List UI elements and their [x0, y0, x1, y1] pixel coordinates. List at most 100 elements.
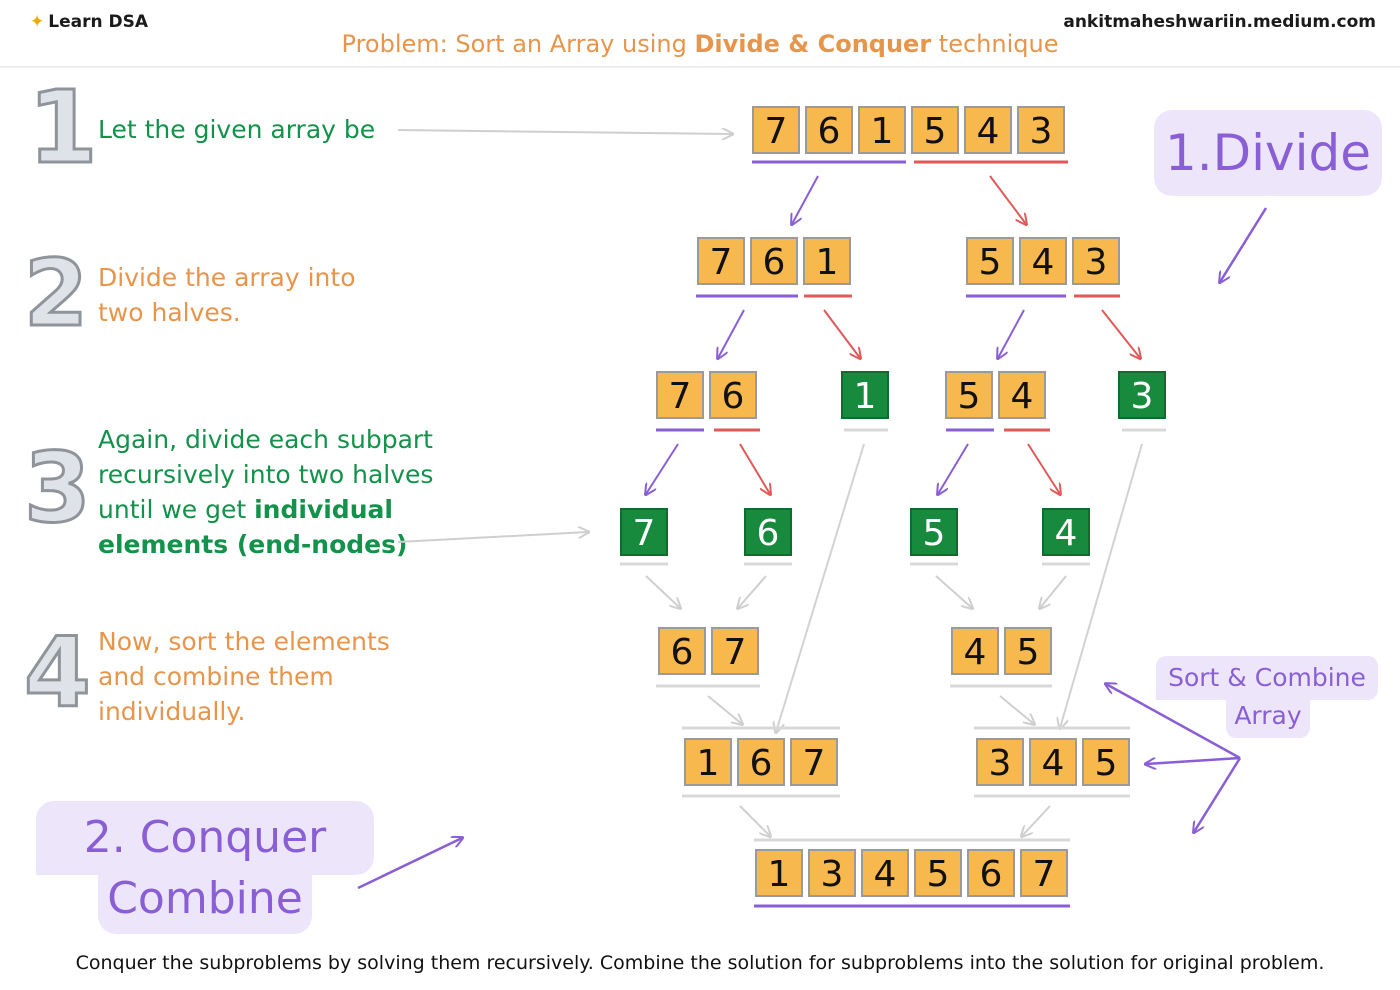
step-4-number: 4: [23, 617, 93, 729]
array-cell: 5: [945, 371, 993, 419]
array-cell: 6: [805, 106, 853, 154]
step-2-line: two halves.: [98, 298, 241, 327]
sort-combine-pointer: [1146, 756, 1241, 764]
step-3-line3-bold: individual: [254, 495, 393, 524]
sorted-cell: 4: [861, 849, 909, 897]
sort-combine-pointer: [1194, 757, 1242, 832]
end-node-cell: 1: [841, 371, 889, 419]
split-arrow: [718, 309, 745, 358]
step-3-line3-prefix: until we get: [98, 495, 255, 524]
combine-arrow: [707, 695, 742, 724]
pointer-arrow: [397, 130, 732, 134]
array-cell: 5: [1082, 738, 1130, 786]
sort-combine-pointer: [1106, 684, 1241, 760]
combine-arrow: [776, 443, 865, 732]
end-node-cell: 5: [910, 508, 958, 556]
array-cell: 3: [1072, 237, 1120, 285]
step-3-text: Again, divide each subpart recursively i…: [98, 422, 433, 562]
sorted-cell: 6: [967, 849, 1015, 897]
split-arrow: [823, 309, 860, 358]
array-cell: 1: [858, 106, 906, 154]
array-cell: 3: [976, 738, 1024, 786]
combine-arrow: [1022, 805, 1051, 836]
brand-label: Learn DSA: [48, 12, 149, 32]
pointer-arrow: [397, 532, 588, 543]
array-cell: 5: [966, 237, 1014, 285]
split-arrow: [1101, 309, 1140, 358]
step-1-number: 1: [27, 69, 100, 186]
array-cell: 4: [951, 627, 999, 675]
sorted-cell: 1: [755, 849, 803, 897]
step-2-number: 2: [22, 240, 89, 347]
divide-pointer: [1220, 207, 1268, 282]
array-cell: 5: [911, 106, 959, 154]
step-3-line: elements (end-nodes): [98, 527, 433, 562]
combine-arrow: [645, 575, 680, 608]
array-cell: 4: [964, 106, 1012, 154]
conquer-label-line2: Combine: [98, 868, 312, 934]
step-2-line: Divide the array into: [98, 263, 356, 292]
array-cell: 5: [1004, 627, 1052, 675]
split-arrow: [998, 309, 1025, 358]
array-cell: 3: [1017, 106, 1065, 154]
sorted-cell: 7: [1020, 849, 1068, 897]
step-3-line4-bold: elements (end-nodes): [98, 530, 408, 559]
step-4-text: Now, sort the elements and combine them …: [98, 624, 390, 729]
step-3-number: 3: [23, 432, 93, 544]
step-4-line: and combine them: [98, 662, 334, 691]
array-cell: 4: [998, 371, 1046, 419]
step-3-line: until we get individual: [98, 492, 433, 527]
combine-arrow: [999, 695, 1034, 724]
end-node-cell: 3: [1118, 371, 1166, 419]
step-1-text: Let the given array be: [98, 115, 376, 144]
split-arrow: [646, 443, 679, 494]
end-node-cell: 7: [620, 508, 668, 556]
sort-combine-label-line2: Array: [1226, 698, 1310, 738]
split-arrow: [792, 175, 819, 224]
sorted-cell: 3: [808, 849, 856, 897]
step-2-text: Divide the array into two halves.: [98, 260, 356, 330]
title-prefix: Problem: Sort an Array using: [341, 30, 695, 58]
array-cell: 6: [709, 371, 757, 419]
header-divider: [0, 66, 1400, 68]
end-node-cell: 6: [744, 508, 792, 556]
combine-arrow: [935, 575, 972, 608]
conquer-pointer: [357, 838, 462, 890]
array-cell: 1: [803, 237, 851, 285]
brand: ✦Learn DSA: [30, 12, 148, 32]
title-bold: Divide & Conquer: [694, 30, 932, 58]
sparkle-icon: ✦: [30, 12, 45, 32]
combine-arrow: [738, 575, 767, 608]
split-arrow: [989, 175, 1026, 224]
split-arrow: [739, 443, 770, 494]
site-url: ankitmaheshwariin.medium.com: [1063, 12, 1376, 32]
array-cell: 1: [684, 738, 732, 786]
divide-label: 1.Divide: [1154, 110, 1382, 196]
step-4-line: individually.: [98, 697, 246, 726]
footer-caption: Conquer the subproblems by solving them …: [75, 952, 1325, 974]
array-cell: 4: [1019, 237, 1067, 285]
sorted-cell: 5: [914, 849, 962, 897]
split-arrow: [1027, 443, 1060, 494]
page-title: Problem: Sort an Array using Divide & Co…: [0, 30, 1400, 58]
sort-combine-label-line1: Sort & Combine: [1156, 656, 1378, 700]
title-suffix: technique: [931, 30, 1059, 58]
array-cell: 7: [752, 106, 800, 154]
step-4-line: Now, sort the elements: [98, 627, 390, 656]
step-3-line: Again, divide each subpart: [98, 425, 433, 454]
array-cell: 4: [1029, 738, 1077, 786]
combine-arrow: [739, 805, 770, 836]
array-cell: 7: [697, 237, 745, 285]
split-arrow: [938, 443, 969, 494]
array-cell: 7: [656, 371, 704, 419]
combine-arrow: [1040, 575, 1067, 608]
end-node-cell: 4: [1042, 508, 1090, 556]
array-cell: 7: [790, 738, 838, 786]
array-cell: 6: [750, 237, 798, 285]
array-cell: 7: [711, 627, 759, 675]
array-cell: 6: [658, 627, 706, 675]
array-cell: 6: [737, 738, 785, 786]
combine-arrow: [1060, 443, 1143, 728]
step-3-line: recursively into two halves: [98, 460, 434, 489]
